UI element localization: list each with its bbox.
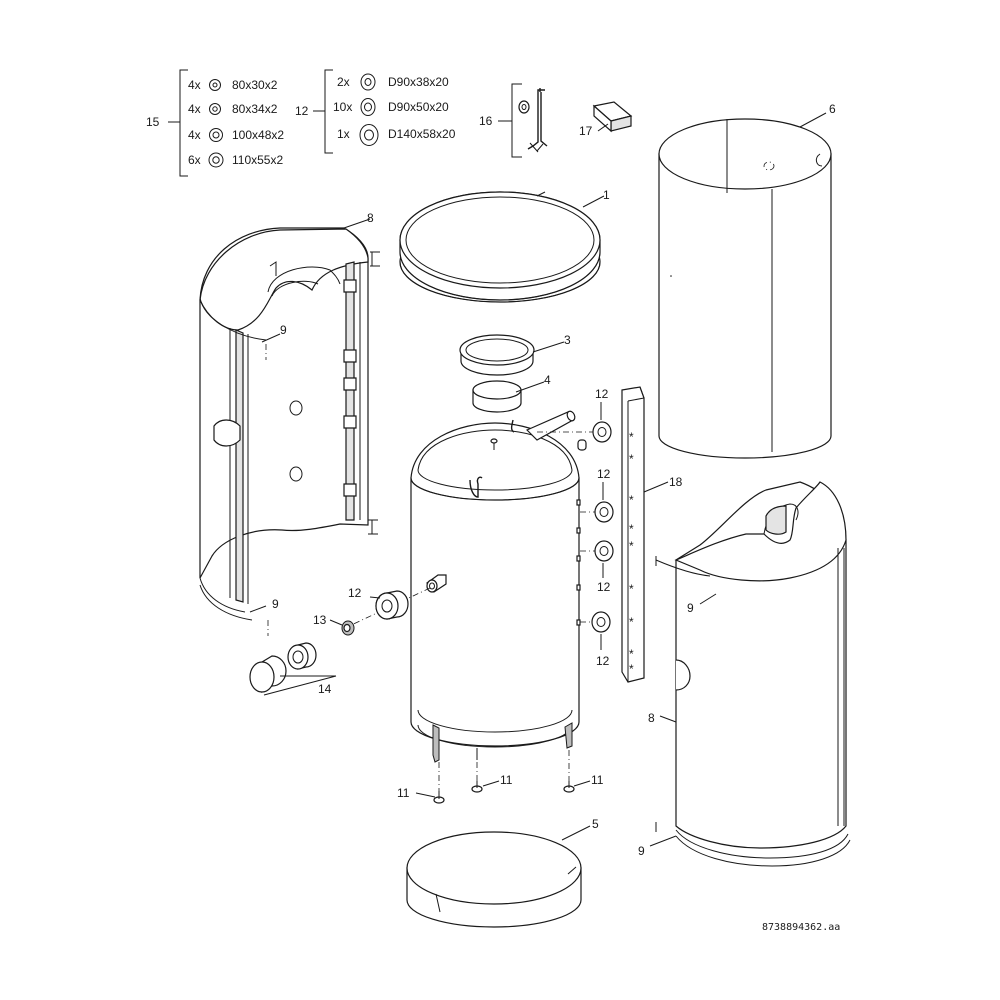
part-13-nut bbox=[341, 620, 355, 636]
part-8-insulation-right: 9 8 9 bbox=[638, 481, 851, 867]
part-11-feet: 11 11 11 bbox=[397, 750, 604, 804]
part-12-label-a: 12 bbox=[595, 387, 609, 401]
part-17-number: 17 bbox=[579, 124, 593, 138]
part-12-label-d: 12 bbox=[596, 654, 610, 668]
key-tool-icon bbox=[518, 88, 548, 153]
kit-12-size-2: D90x50x20 bbox=[388, 100, 449, 114]
part-9-label-right-lower: 9 bbox=[638, 844, 645, 858]
kit-15-size-2: 80x34x2 bbox=[232, 102, 278, 116]
part-11-label-b: 11 bbox=[500, 773, 513, 787]
kit-12-list: 12 2x D90x38x20 10x D90x50x20 1x D140x58… bbox=[295, 69, 456, 154]
part-14-label: 14 bbox=[318, 682, 332, 696]
front-connection-parts: 12 13 14 bbox=[249, 586, 431, 696]
seal-12-a bbox=[592, 421, 612, 443]
gasket-icon bbox=[209, 128, 223, 142]
foot-bolt-icon bbox=[471, 781, 483, 793]
part-12-label-c: 12 bbox=[597, 580, 611, 594]
kit-12-size-3: D140x58x20 bbox=[388, 127, 456, 141]
part-9-label-upper: 9 bbox=[280, 323, 287, 337]
part-1-top-cover: 1 bbox=[399, 188, 610, 303]
part-13-label: 13 bbox=[313, 613, 327, 627]
part-5-bottom-insulation: 5 bbox=[406, 817, 599, 928]
part-17-block: 17 bbox=[579, 101, 633, 138]
drawing-id: 8738894362.aa bbox=[762, 922, 840, 933]
part-11-label-a: 11 bbox=[397, 786, 410, 800]
part-3-label: 3 bbox=[564, 333, 571, 347]
part-12-label-b: 12 bbox=[597, 467, 611, 481]
part-1-label: 1 bbox=[603, 188, 610, 202]
kit-15-qty-1: 4x bbox=[188, 78, 201, 92]
svg-text:*: * bbox=[629, 539, 634, 553]
part-6-label: 6 bbox=[829, 102, 836, 116]
part-18-connection-strip: * * * * * * * * * 18 bbox=[621, 386, 683, 683]
svg-text:*: * bbox=[629, 452, 634, 466]
part-6-outer-jacket: 6 bbox=[658, 102, 836, 459]
kit-12-number: 12 bbox=[295, 104, 309, 118]
part-12-label-front: 12 bbox=[348, 586, 362, 600]
part-12-front-seal bbox=[375, 590, 409, 620]
gasket-icon bbox=[209, 103, 221, 115]
svg-text:*: * bbox=[629, 615, 634, 629]
kit-15-qty-3: 4x bbox=[188, 128, 201, 142]
svg-text:*: * bbox=[629, 582, 634, 596]
seal-12-b bbox=[594, 501, 614, 523]
part-9-label-right-upper: 9 bbox=[687, 601, 694, 615]
kit-15-number: 15 bbox=[146, 115, 160, 129]
kit-15-qty-2: 4x bbox=[188, 102, 201, 116]
kit-15-list: 15 4x 80x30x2 4x 80x34x2 4x 100x48x2 6x … bbox=[146, 69, 284, 177]
svg-text:*: * bbox=[629, 493, 634, 507]
part-4-insulation-disk: 4 bbox=[472, 373, 551, 413]
svg-text:*: * bbox=[629, 522, 634, 536]
part-5-label: 5 bbox=[592, 817, 599, 831]
svg-text:*: * bbox=[629, 430, 634, 444]
kit-12-qty-1: 2x bbox=[337, 75, 350, 89]
svg-text:*: * bbox=[629, 647, 634, 661]
strip-mark-icons: * * * * * * * * * bbox=[629, 430, 634, 676]
part-9-label-lower: 9 bbox=[272, 597, 279, 611]
part-3-cap: 3 bbox=[459, 333, 571, 376]
seal-ring-icon bbox=[360, 98, 376, 116]
gasket-icon bbox=[209, 79, 221, 91]
kit-16-bracket: 16 bbox=[479, 83, 548, 158]
part-11-label-c: 11 bbox=[591, 773, 604, 787]
kit-16-number: 16 bbox=[479, 114, 493, 128]
kit-15-size-1: 80x30x2 bbox=[232, 78, 278, 92]
foot-bolt-icon bbox=[433, 791, 445, 804]
seal-ring-icon bbox=[360, 73, 376, 91]
svg-text:*: * bbox=[629, 662, 634, 676]
kit-15-size-3: 100x48x2 bbox=[232, 128, 284, 142]
part-8-label-left: 8 bbox=[367, 211, 374, 225]
foot-bolt-icon bbox=[563, 781, 575, 793]
kit-12-qty-2: 10x bbox=[333, 100, 352, 114]
part-8-label-right: 8 bbox=[648, 711, 655, 725]
seal-12-c bbox=[594, 540, 614, 562]
kit-12-qty-3: 1x bbox=[337, 127, 350, 141]
part-8-insulation-left: 8 9 9 bbox=[199, 211, 380, 636]
seal-ring-icon bbox=[359, 124, 379, 146]
gasket-icon bbox=[208, 152, 224, 168]
kit-15-size-4: 110x55x2 bbox=[232, 153, 283, 167]
storage-tank bbox=[410, 410, 587, 763]
kit-12-size-1: D90x38x20 bbox=[388, 75, 449, 89]
part-4-label: 4 bbox=[544, 373, 551, 387]
seal-12-d bbox=[591, 611, 611, 633]
part-14-cap-set bbox=[249, 642, 337, 696]
part-18-label: 18 bbox=[669, 475, 683, 489]
side-seals-12: 12 12 12 12 bbox=[537, 387, 614, 668]
kit-15-qty-4: 6x bbox=[188, 153, 201, 167]
